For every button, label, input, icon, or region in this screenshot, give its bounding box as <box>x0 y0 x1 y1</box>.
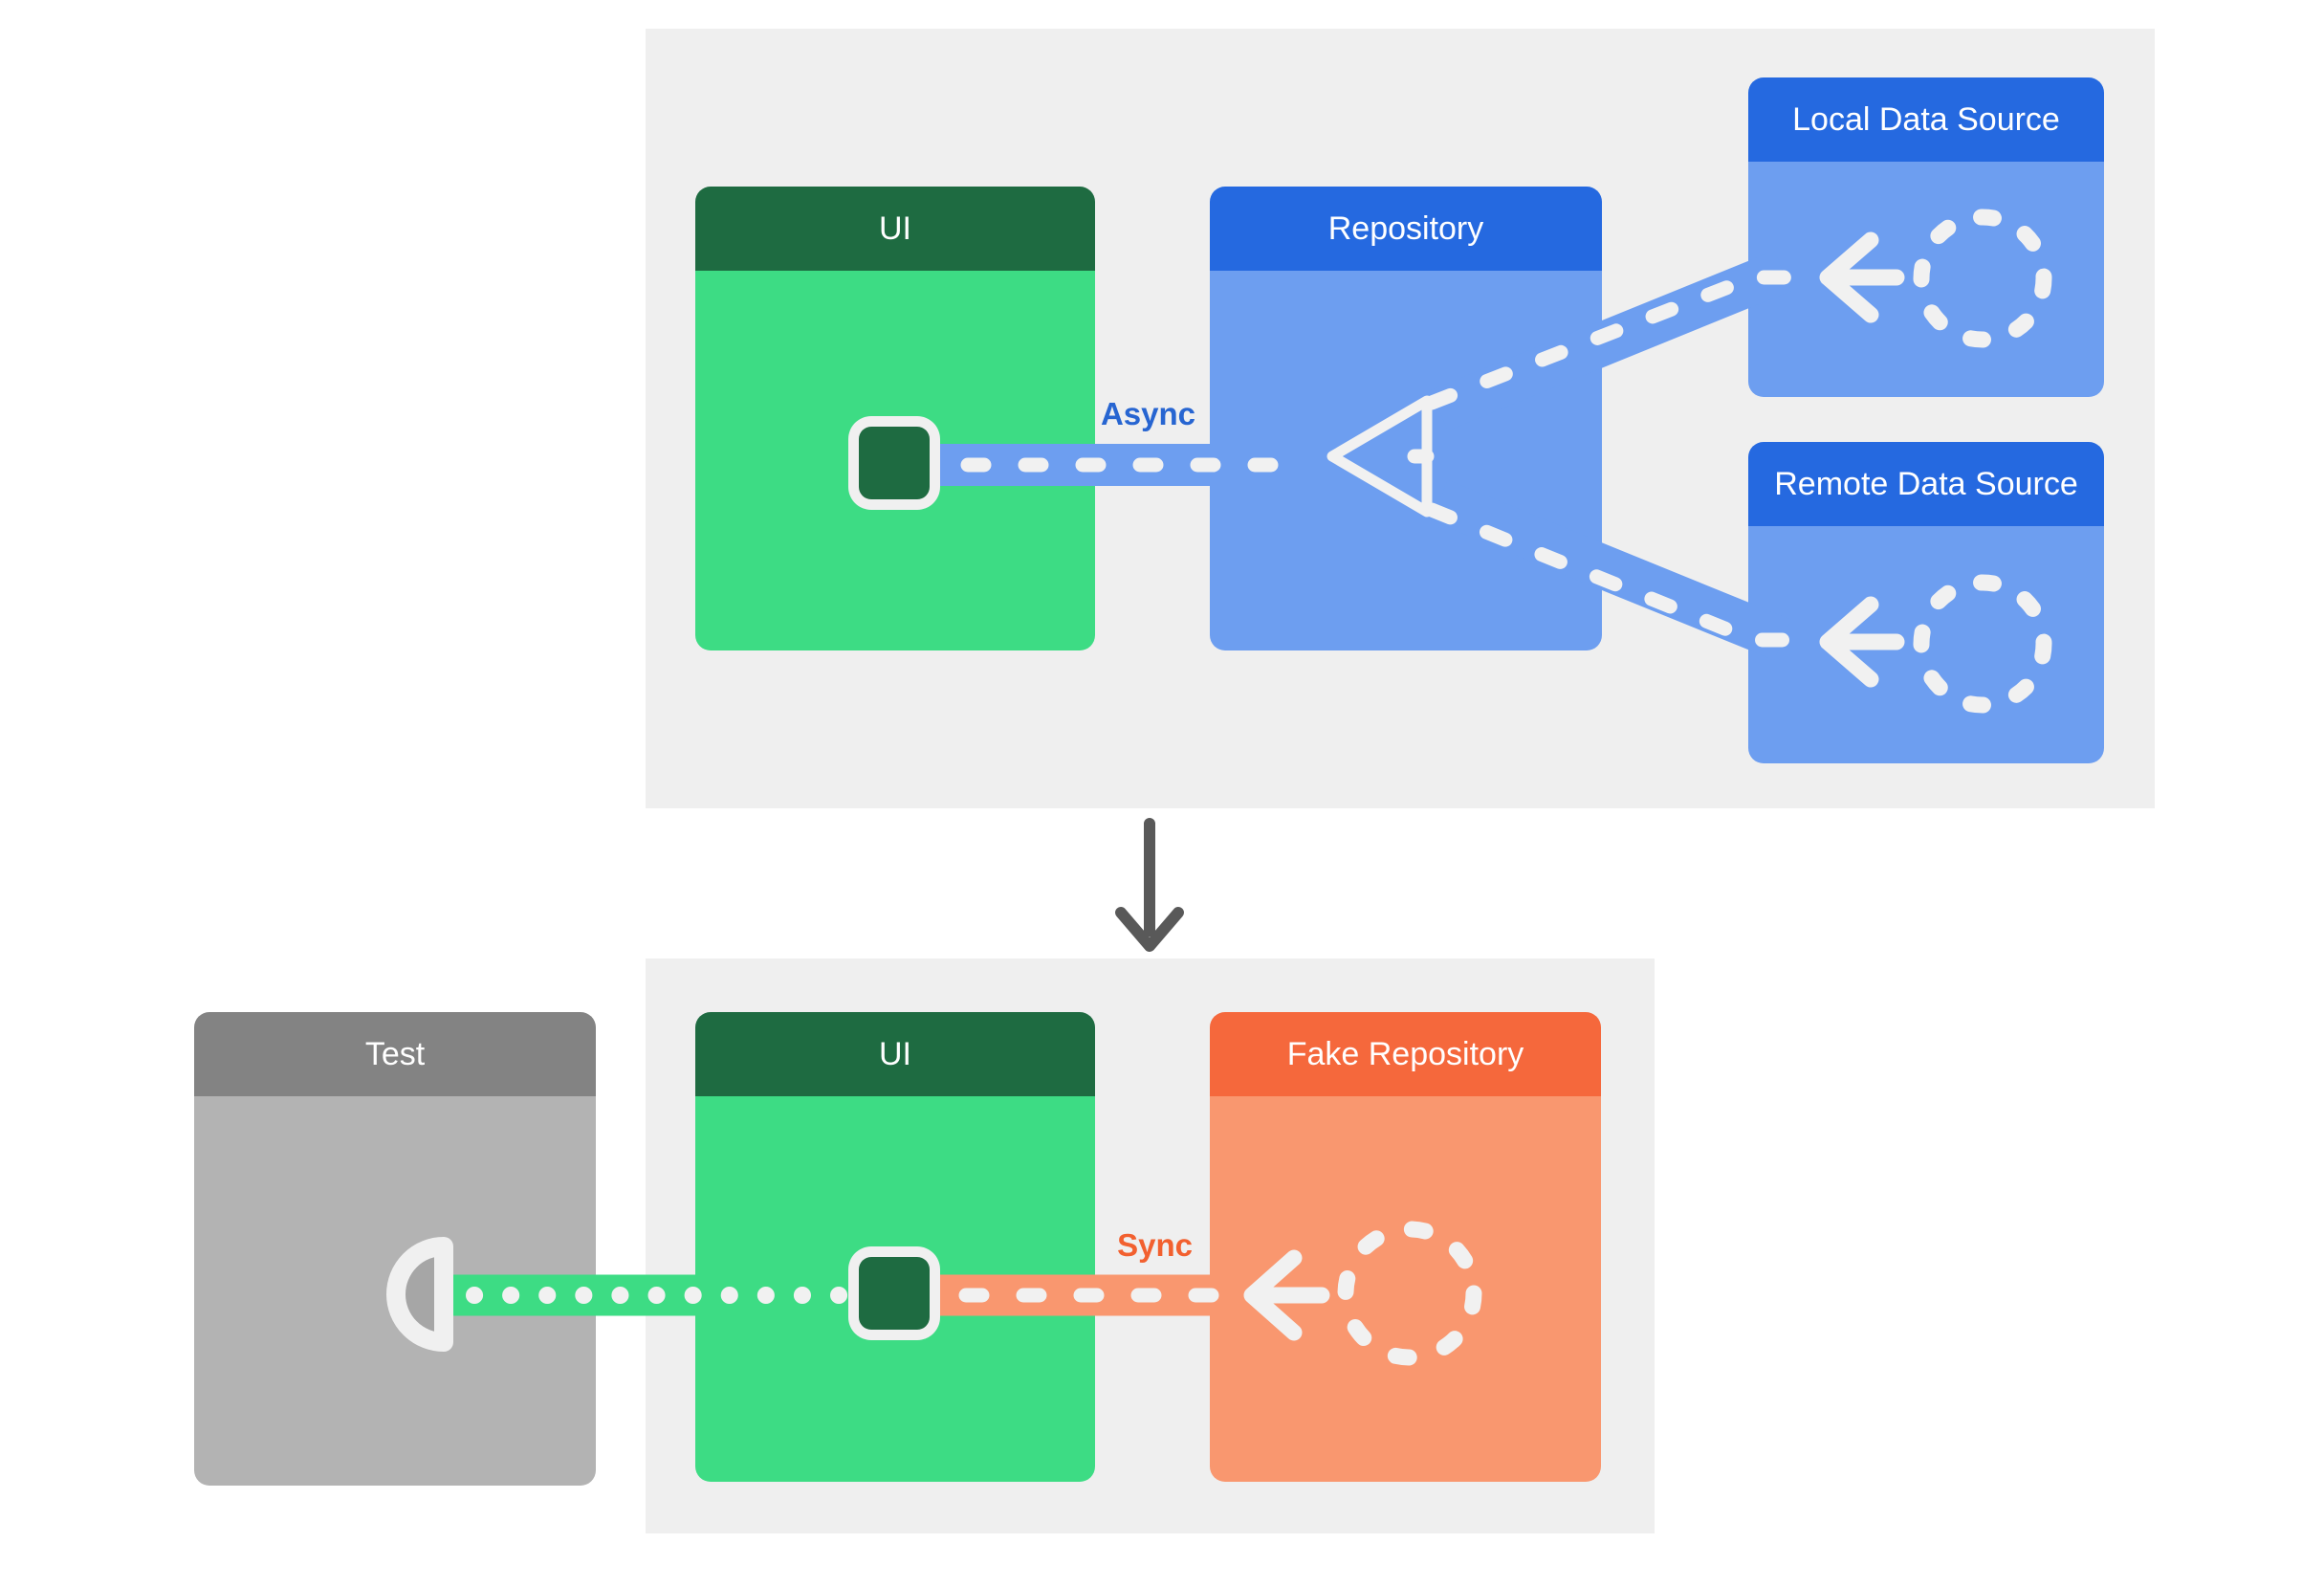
remote-data-source-header: Remote Data Source <box>1748 442 2104 526</box>
repository-box: Repository <box>1210 187 1602 650</box>
fake-repository-box: Fake Repository <box>1210 1012 1601 1482</box>
fake-repository-body <box>1210 1096 1601 1482</box>
sync-label: Sync <box>1117 1227 1193 1263</box>
ui-box-test-row-header: UI <box>695 1012 1095 1096</box>
remote-data-source-box: Remote Data Source <box>1748 442 2104 763</box>
test-box-header: Test <box>194 1012 596 1096</box>
local-data-source-box: Local Data Source <box>1748 77 2104 397</box>
local-data-source-header: Local Data Source <box>1748 77 2104 162</box>
ui-box-test-row-title: UI <box>879 1036 911 1072</box>
repository-box-title: Repository <box>1327 210 1484 247</box>
test-box: Test <box>194 1012 596 1486</box>
remote-data-source-body <box>1748 526 2104 763</box>
repository-box-header: Repository <box>1210 187 1602 271</box>
remote-data-source-title: Remote Data Source <box>1774 466 2078 502</box>
arrow-down-icon <box>1115 818 1184 952</box>
repository-box-body <box>1210 271 1602 650</box>
fake-repository-header: Fake Repository <box>1210 1012 1601 1096</box>
ui-box-header: UI <box>695 187 1095 271</box>
async-label: Async <box>1100 396 1195 431</box>
test-box-body <box>194 1096 596 1486</box>
ui-box-body <box>695 271 1095 650</box>
test-box-title: Test <box>364 1036 426 1072</box>
ui-box-title: UI <box>879 210 911 247</box>
ui-box-test-row-body <box>695 1096 1095 1482</box>
fake-repository-title: Fake Repository <box>1286 1036 1524 1072</box>
local-data-source-body <box>1748 162 2104 397</box>
local-data-source-title: Local Data Source <box>1792 101 2060 138</box>
